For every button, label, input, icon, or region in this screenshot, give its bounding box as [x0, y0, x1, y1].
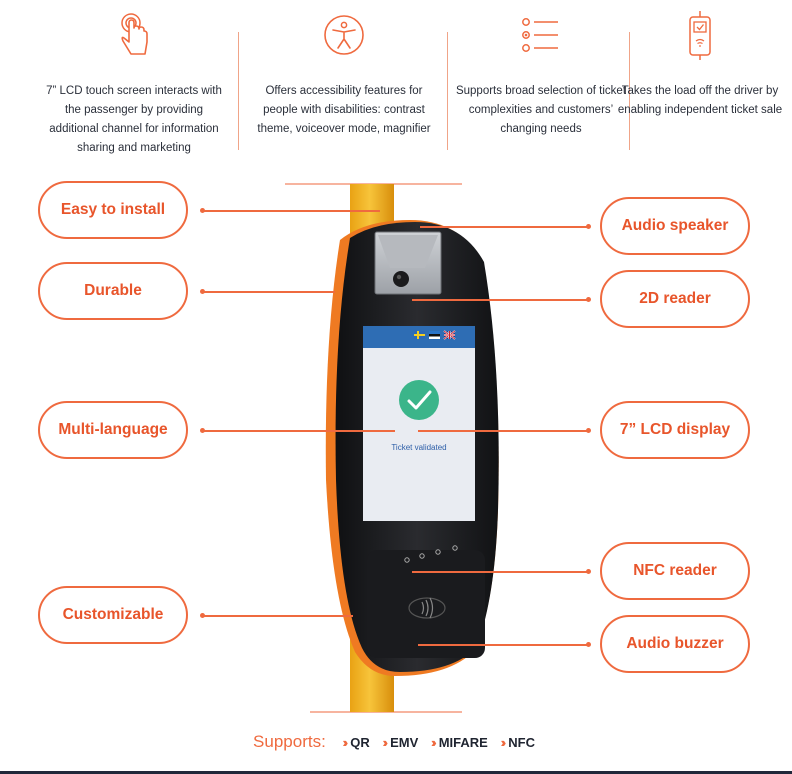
feature-text: Offers accessibility features for people…: [257, 85, 431, 135]
indicator-leds: [404, 545, 458, 563]
sweden-flag: [414, 331, 425, 339]
feature-touch: 7” LCD touch screen interacts with the p…: [40, 0, 228, 154]
chevron-right-icon: ››: [342, 735, 348, 750]
screen-status-text: Ticket validated: [391, 443, 446, 452]
feature-accessibility: Offers accessibility features for people…: [250, 0, 438, 150]
device-screen: [363, 326, 475, 521]
chevron-right-icon: ››: [500, 735, 506, 750]
leader-dot: [586, 642, 591, 647]
leader-line: [203, 291, 335, 293]
leader-dot: [200, 208, 205, 213]
check-circle: [399, 380, 439, 420]
feature-independent: Takes the load off the driver by enablin…: [606, 0, 792, 150]
validator-device-illustration: Ticket validated: [285, 183, 499, 713]
leader-dot: [586, 428, 591, 433]
chevron-right-icon: ››: [431, 735, 436, 750]
support-qr: ››QR: [342, 735, 370, 750]
supports-row: Supports: ››QR ››EMV ››MIFARE ››NFC: [0, 732, 792, 752]
leader-dot: [200, 428, 205, 433]
label-durable: Durable: [38, 262, 188, 320]
divider: [629, 32, 630, 150]
label-2d-reader: 2D reader: [600, 270, 750, 328]
feature-text: Takes the load off the driver by enablin…: [617, 85, 783, 116]
accessibility-icon: [324, 15, 364, 55]
divider: [238, 32, 239, 150]
label-nfc-reader: NFC reader: [600, 542, 750, 600]
touch-hand-icon: [121, 13, 148, 55]
options-list-icon: [522, 18, 558, 52]
leader-dot: [586, 224, 591, 229]
leader-line: [418, 644, 588, 646]
feature-text: 7” LCD touch screen interacts with the p…: [46, 85, 222, 154]
feature-tickets: Supports broad selection of ticket compl…: [447, 0, 635, 150]
leader-line: [418, 430, 588, 432]
label-easy-to-install: Easy to install: [38, 181, 188, 239]
supports-label: Supports:: [253, 732, 326, 751]
support-nfc: ››NFC: [500, 735, 535, 750]
feature-text: Supports broad selection of ticket compl…: [455, 85, 627, 135]
camera-lens: [393, 271, 409, 287]
leader-line: [203, 615, 353, 617]
leader-dot: [200, 289, 205, 294]
uk-flag: [443, 330, 456, 340]
divider: [447, 32, 448, 150]
label-multi-language: Multi-language: [38, 401, 188, 459]
leader-line: [420, 226, 588, 228]
label-audio-buzzer: Audio buzzer: [600, 615, 750, 673]
leader-dot: [586, 297, 591, 302]
contactless-icon: [408, 597, 446, 619]
leader-line: [203, 430, 395, 432]
leader-line: [412, 571, 588, 573]
leader-line: [412, 299, 588, 301]
leader-line: [203, 210, 380, 212]
ticket-machine-icon: [689, 11, 711, 60]
chevron-right-icon: ››: [382, 735, 387, 750]
nfc-panel: [367, 550, 485, 658]
support-mifare: ››MIFARE: [431, 735, 488, 750]
footer-rule: [0, 771, 792, 774]
label-lcd-display: 7” LCD display: [600, 401, 750, 459]
leader-dot: [586, 569, 591, 574]
label-audio-speaker: Audio speaker: [600, 197, 750, 255]
estonia-flag: [429, 331, 440, 339]
check-icon: [407, 390, 432, 410]
leader-dot: [200, 613, 205, 618]
support-emv: ››EMV: [382, 735, 419, 750]
label-customizable: Customizable: [38, 586, 188, 644]
